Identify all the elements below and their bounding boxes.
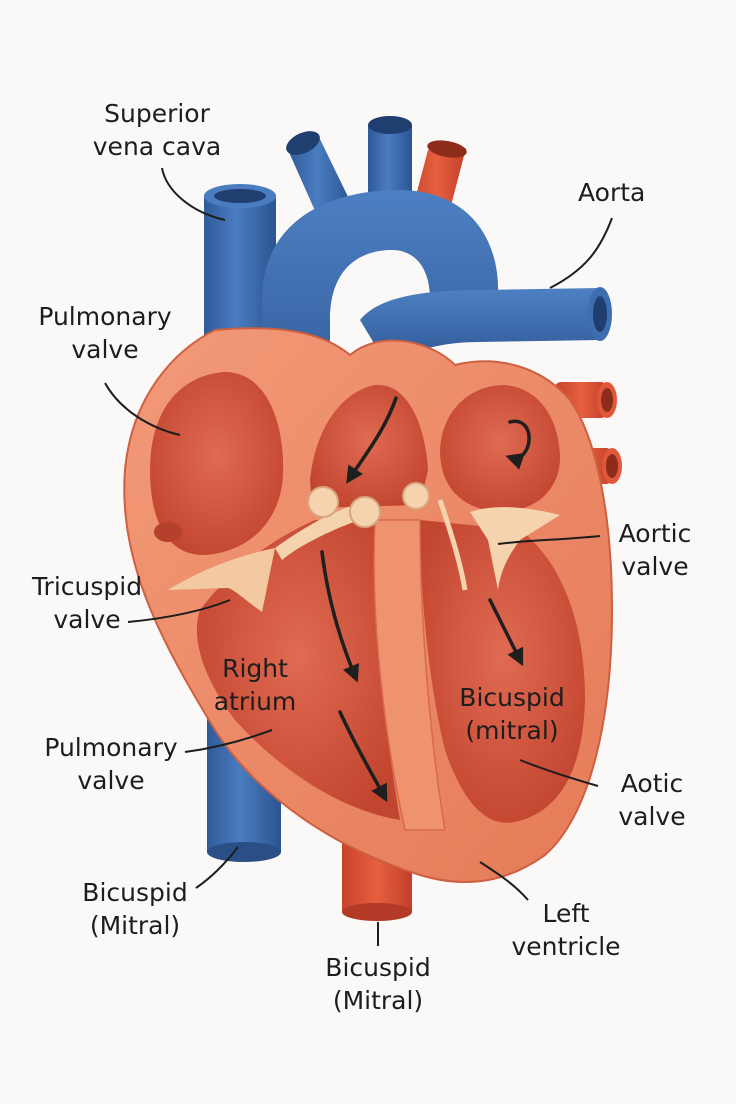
valves [168,482,560,612]
label-left-ventricle: Left ventricle [511,899,621,961]
label-bicuspid-mitral-inner: Bicuspid (mitral) [459,683,565,745]
flow-arrow-icon [346,396,398,484]
leader-superior-vena-cava [161,167,226,221]
leader-aorta [549,217,613,289]
label-superior-vena-cava: Superior vena cava [92,99,222,161]
flow-arrow-icon [488,598,524,667]
leader-bicuspid-left [195,846,239,889]
flow-arrow-icon [505,419,531,470]
leader-aotic-valve [519,759,599,787]
leader-pulmonary-valve-top [104,382,181,436]
flow-arrows [320,396,531,803]
flow-arrow-icon [338,710,388,803]
leader-left-ventricle [479,861,529,901]
leader-pulmonary-valve-bottom [184,729,273,753]
label-pulmonary-valve-top: Pulmonary valve [38,302,172,364]
central-upper-chamber [310,384,428,508]
right-upper-chamber [440,385,560,512]
septum [373,519,446,831]
label-tricuspid-valve: Tricuspid valve [31,572,143,634]
label-pulmonary-valve-bottom: Pulmonary valve [44,733,178,795]
label-right-atrium: Right atrium [213,654,297,716]
label-bicuspid-mitral-bottom: Bicuspid (Mitral) [325,953,431,1015]
label-bicuspid-mitral-left: Bicuspid (Mitral) [82,878,188,940]
label-aorta: Aorta [578,178,646,207]
label-aortic-valve: Aortic valve [618,519,692,581]
label-aotic-valve: Aotic valve [618,769,686,831]
leader-aortic-valve [497,535,601,545]
leader-lines [104,167,613,946]
left-ventricle-chamber [420,520,585,823]
leader-tricuspid-valve [127,599,231,623]
flow-arrow-icon [320,550,360,683]
left-upper-chamber [150,372,284,556]
